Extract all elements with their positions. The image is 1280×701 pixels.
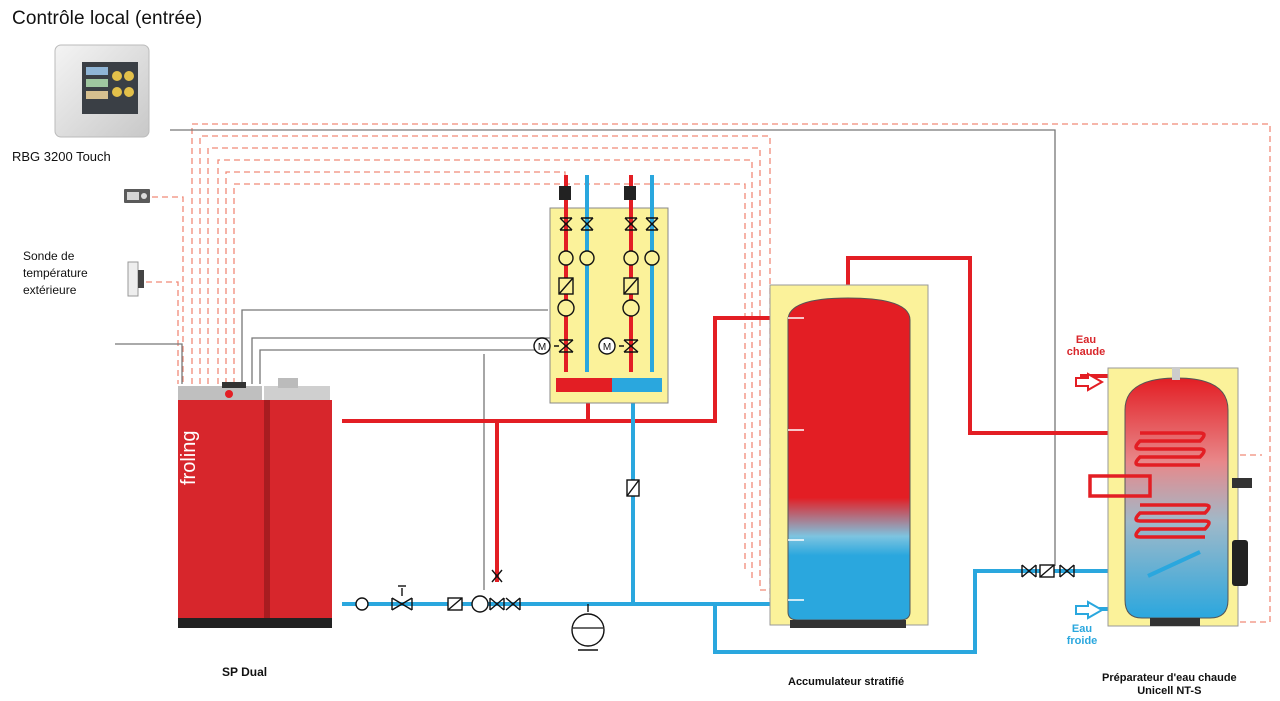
boiler: froling (178, 378, 332, 628)
sensor-label: Sonde de température extérieure (23, 248, 88, 299)
expansion-vessel-icon (571, 604, 605, 651)
boiler-label: SP Dual (222, 665, 268, 679)
valve-icon (558, 339, 574, 353)
water-heater (1088, 367, 1252, 627)
valve-icon (391, 597, 413, 611)
hot-water-label-line-1: Eau (1075, 334, 1097, 346)
water-heater-label-line-2: Unicell NT-S (1137, 685, 1202, 697)
room-sensor-icon (124, 189, 150, 203)
sensor-probe-icon (355, 597, 369, 611)
controller-panel-icon (54, 44, 150, 138)
cold-water-arrow-icon (1075, 600, 1105, 620)
sensor-probe-icon (624, 186, 636, 200)
water-heater-label-line-1: Préparateur d'eau chaude (1102, 672, 1237, 684)
hot-water-label-line-2: chaude (1066, 346, 1106, 358)
pump-icon (622, 299, 640, 317)
sensor-label-line-2: température (23, 266, 88, 280)
boiler-brand: froling (178, 431, 200, 485)
storage-tank-label: Accumulateur stratifié (788, 676, 905, 688)
cold-water-label-line-1: Eau (1071, 623, 1093, 635)
valve-icon (1059, 564, 1075, 578)
motor-icon (533, 337, 551, 355)
controller-label: RBG 3200 Touch (12, 149, 111, 164)
mixing-module: M M (533, 186, 669, 404)
sensor-label-line-1: Sonde de (23, 249, 75, 263)
svg-text:M: M (538, 342, 546, 353)
sensor-probe-icon (559, 186, 571, 200)
hot-pipes (342, 175, 1140, 582)
cold-water-label-line-2: froide (1066, 635, 1098, 647)
pump-icon (557, 299, 575, 317)
hot-water-arrow-icon (1075, 372, 1105, 392)
outdoor-sensor-icon (127, 261, 144, 297)
storage-tank (769, 284, 929, 628)
valve-icon (1021, 564, 1037, 578)
cold-pipes (342, 175, 1140, 654)
valve-icon (489, 597, 505, 611)
dhw-fittings (1021, 564, 1075, 578)
pump-icon (471, 595, 489, 613)
motor-icon (598, 337, 616, 355)
signal-lines (115, 123, 1271, 623)
water-heater-label: Préparateur d'eau chaude Unicell NT-S (1102, 672, 1237, 698)
hot-water-label: Eau chaude (1064, 334, 1108, 358)
cold-water-label: Eau froide (1060, 623, 1104, 647)
valve-icon (623, 339, 639, 353)
sensor-label-line-3: extérieure (23, 283, 77, 297)
return-fittings (355, 479, 640, 613)
svg-text:M: M (603, 342, 611, 353)
page-title: Contrôle local (entrée) (12, 8, 203, 29)
